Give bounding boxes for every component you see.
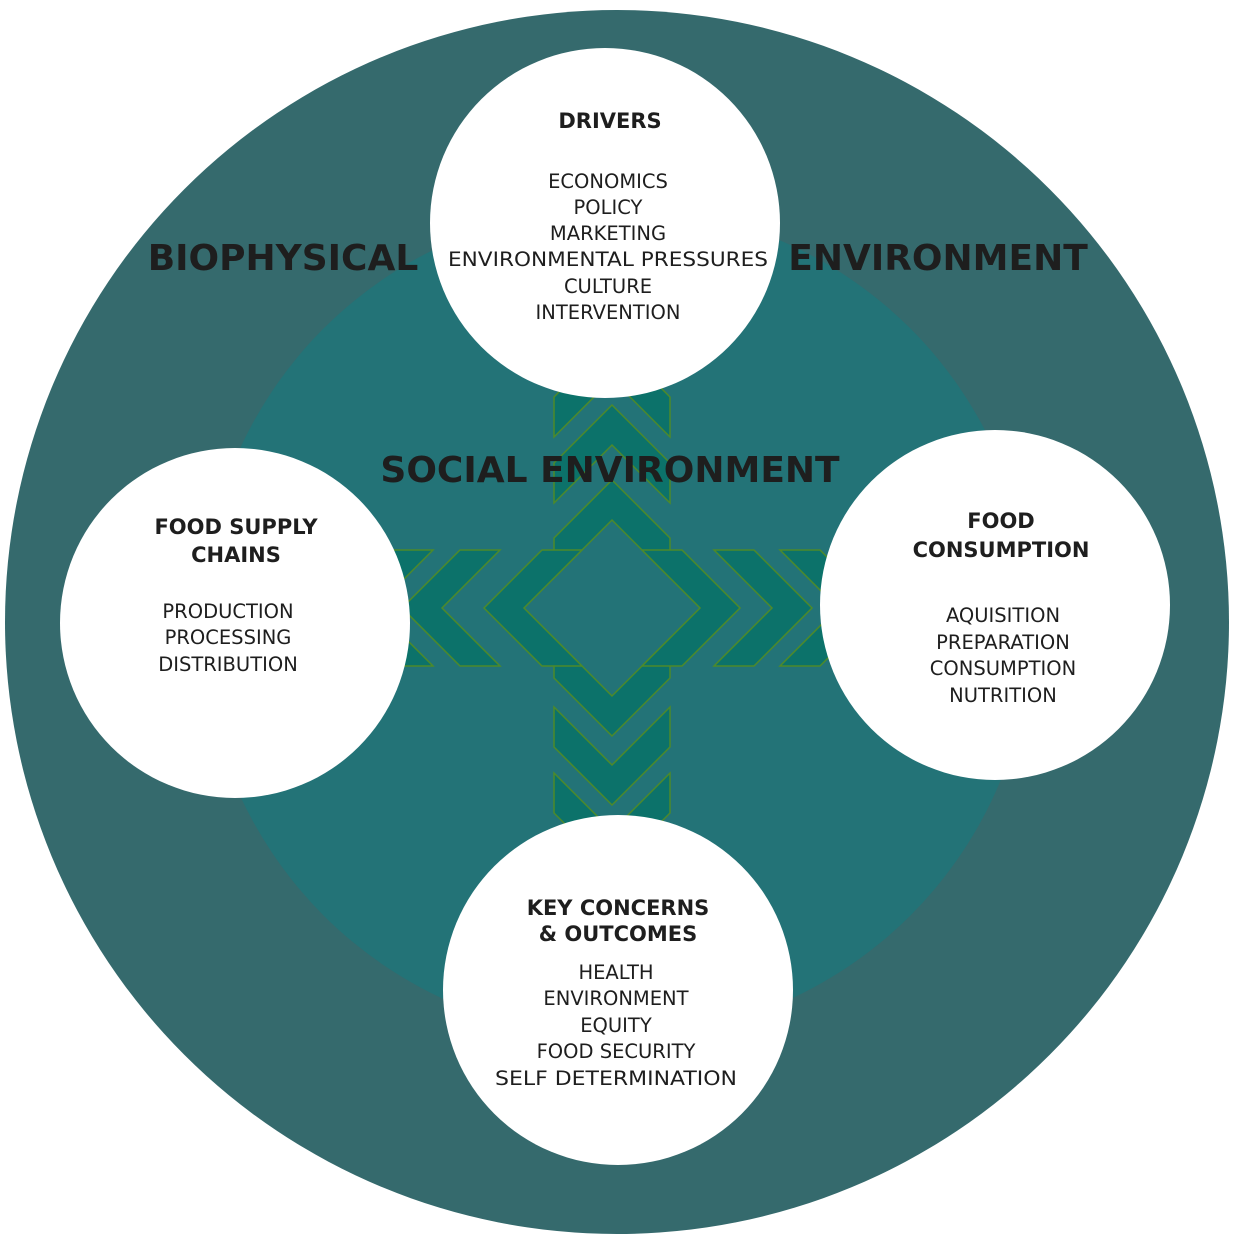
node-food-supply-chains-item: PROCESSING <box>165 626 292 649</box>
node-food-consumption-title: FOOD <box>967 509 1034 533</box>
node-drivers-item: ECONOMICS <box>548 170 668 193</box>
chevron-up-middle <box>553 403 671 505</box>
node-drivers-title: DRIVERS <box>558 109 661 133</box>
node-key-concerns-item: ENVIRONMENT <box>543 987 688 1010</box>
node-drivers-item: CULTURE <box>564 275 652 298</box>
node-drivers-item: ENVIRONMENTAL PRESSURES <box>448 248 768 271</box>
node-key-concerns-title: KEY CONCERNS <box>527 896 710 920</box>
node-key-concerns-item: SELF DETERMINATION <box>495 1067 737 1090</box>
node-key-concerns-item: HEALTH <box>578 961 653 984</box>
node-food-consumption-item: PREPARATION <box>936 631 1070 654</box>
node-food-supply-chains-item: PRODUCTION <box>162 600 293 623</box>
node-food-consumption: FOOD CONSUMPTION AQUISITION PREPARATION … <box>913 509 1090 707</box>
chevron-left-middle <box>400 549 502 667</box>
chevron-down-inner <box>553 636 671 738</box>
node-food-supply-chains-title: CHAINS <box>191 543 281 567</box>
node-food-consumption-item: AQUISITION <box>946 604 1060 627</box>
node-drivers-item: MARKETING <box>550 222 666 245</box>
node-food-consumption-title: CONSUMPTION <box>913 538 1090 562</box>
node-food-supply-chains-title: FOOD SUPPLY <box>154 515 318 539</box>
node-drivers: DRIVERS ECONOMICS POLICY MARKETING ENVIR… <box>448 109 768 324</box>
node-drivers-item: INTERVENTION <box>536 301 681 324</box>
chevron-down-middle <box>553 705 671 807</box>
node-key-concerns-item: FOOD SECURITY <box>537 1040 696 1063</box>
zone-label-environment: ENVIRONMENT <box>788 238 1088 279</box>
node-food-consumption-circle <box>820 430 1170 780</box>
node-drivers-circle <box>430 48 780 398</box>
chevron-right-middle <box>712 549 814 667</box>
node-drivers-item: POLICY <box>574 196 643 219</box>
node-key-concerns-circle <box>443 815 793 1165</box>
node-food-consumption-item: NUTRITION <box>949 684 1057 707</box>
node-key-concerns-item: EQUITY <box>580 1014 652 1037</box>
node-food-supply-chains-circle <box>60 448 410 798</box>
chevron-right-inner <box>640 549 742 667</box>
node-food-supply-chains-item: DISTRIBUTION <box>158 653 298 676</box>
inner-circle-social-environment <box>202 207 1032 1037</box>
node-food-supply-chains: FOOD SUPPLY CHAINS PRODUCTION PROCESSING… <box>154 515 318 676</box>
zone-label-social-environment: SOCIAL ENVIRONMENT <box>380 450 840 491</box>
zone-label-biophysical: BIOPHYSICAL <box>148 238 419 279</box>
node-food-consumption-item: CONSUMPTION <box>930 657 1076 680</box>
node-key-concerns: KEY CONCERNS & OUTCOMES HEALTH ENVIRONME… <box>495 896 737 1090</box>
chevron-left-inner <box>482 549 584 667</box>
node-key-concerns-title: & OUTCOMES <box>539 922 697 946</box>
chevron-up-inner <box>553 478 671 580</box>
